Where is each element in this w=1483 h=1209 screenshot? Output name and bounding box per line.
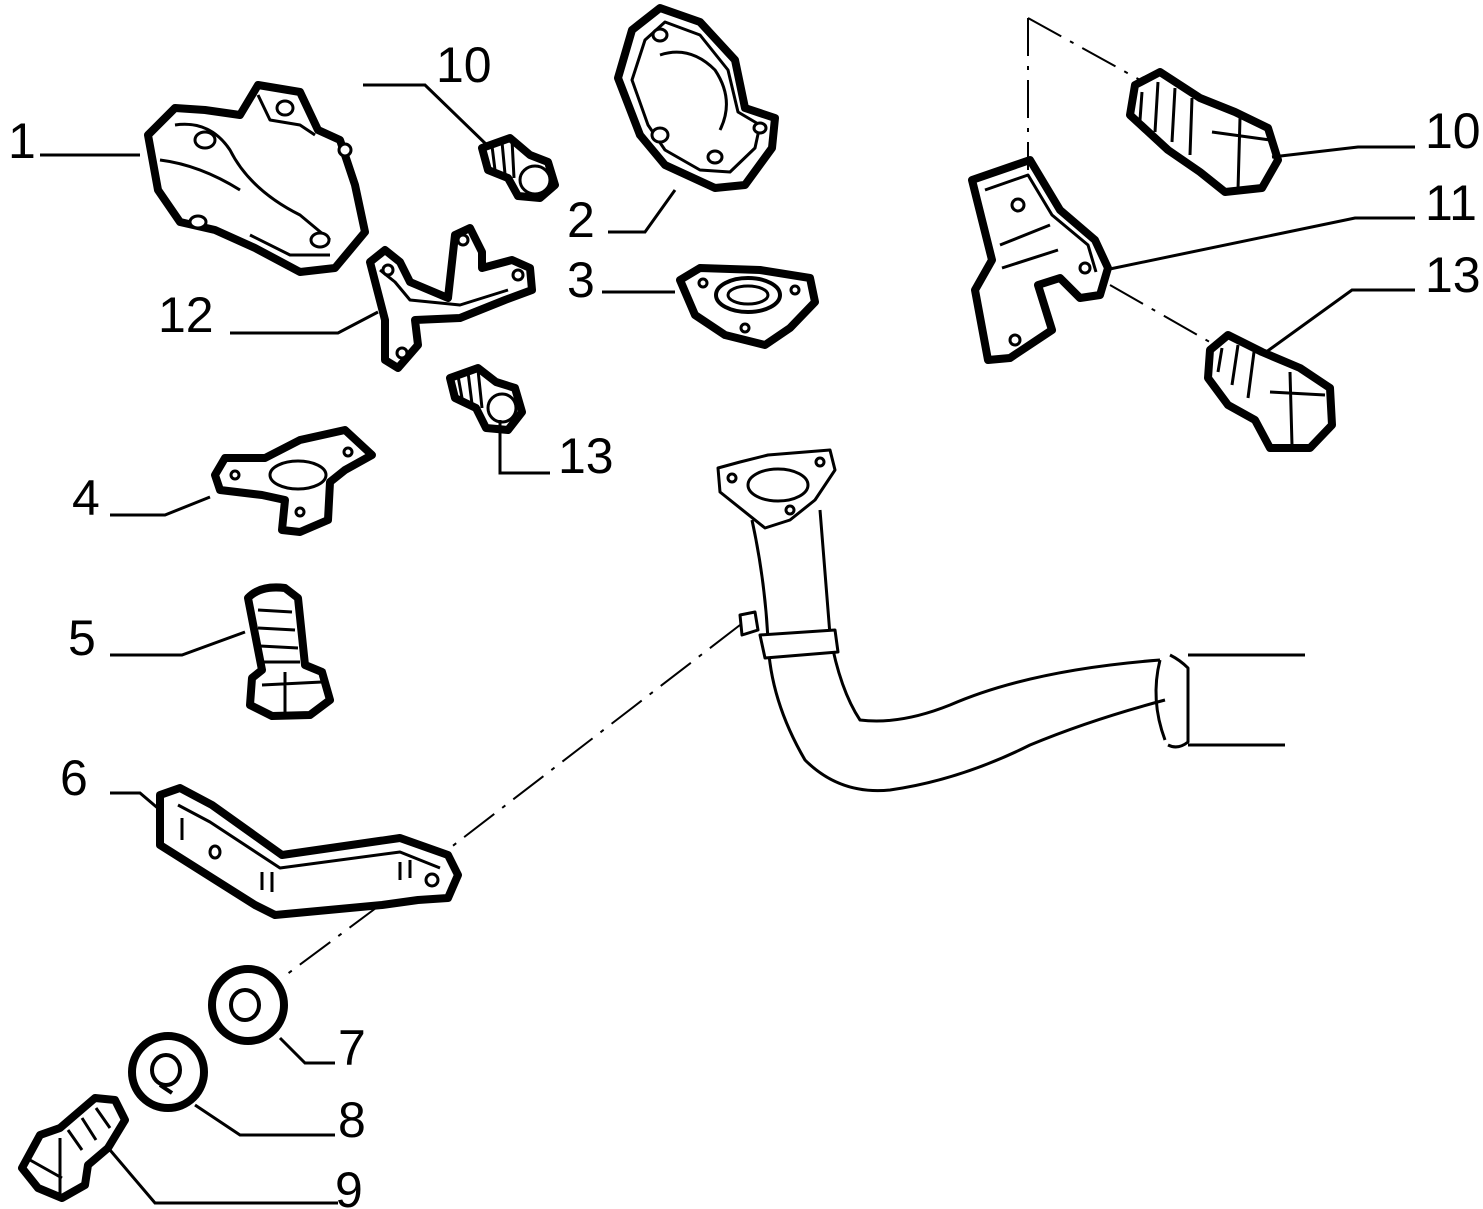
part-2-cover	[614, 4, 779, 192]
callout-7: 7	[338, 1020, 366, 1076]
callout-12: 12	[158, 287, 214, 343]
callout-3: 3	[567, 252, 595, 308]
callout-1: 1	[8, 113, 36, 169]
leader-lines	[40, 83, 1415, 1205]
exhaust-downpipe	[716, 448, 1305, 793]
callout-10-right: 10	[1425, 103, 1481, 159]
callout-11: 11	[1425, 175, 1477, 231]
part-13-bolt-large	[1204, 331, 1336, 452]
alignment-lines	[281, 17, 1216, 979]
callout-numbers: 1 10 2 3 12 13 4 5 6 7 8 9 10 11 13	[8, 37, 1481, 1209]
part-1-housing	[144, 81, 369, 276]
part-8-lock-washer	[128, 1032, 208, 1112]
callout-9: 9	[335, 1162, 363, 1209]
callout-10-center: 10	[436, 37, 492, 93]
part-11-bracket	[968, 156, 1112, 364]
part-10-screw-small	[478, 134, 559, 202]
part-13-screw-small	[446, 364, 526, 434]
part-6-bracket	[156, 784, 462, 919]
callout-13-right: 13	[1425, 247, 1481, 303]
callout-6: 6	[60, 750, 88, 806]
part-4-flange	[211, 426, 376, 536]
callout-4: 4	[72, 470, 100, 526]
part-10-bolt-large	[1126, 68, 1282, 196]
callout-13-center: 13	[558, 428, 614, 484]
callout-2: 2	[567, 192, 595, 248]
part-3-gasket	[676, 264, 819, 349]
part-5-bolt	[244, 583, 334, 720]
callout-8: 8	[338, 1092, 366, 1148]
part-7-washer	[208, 965, 288, 1045]
part-9-bolt	[18, 1094, 129, 1202]
part-12-small-bracket	[366, 224, 536, 372]
callout-5: 5	[68, 610, 96, 666]
